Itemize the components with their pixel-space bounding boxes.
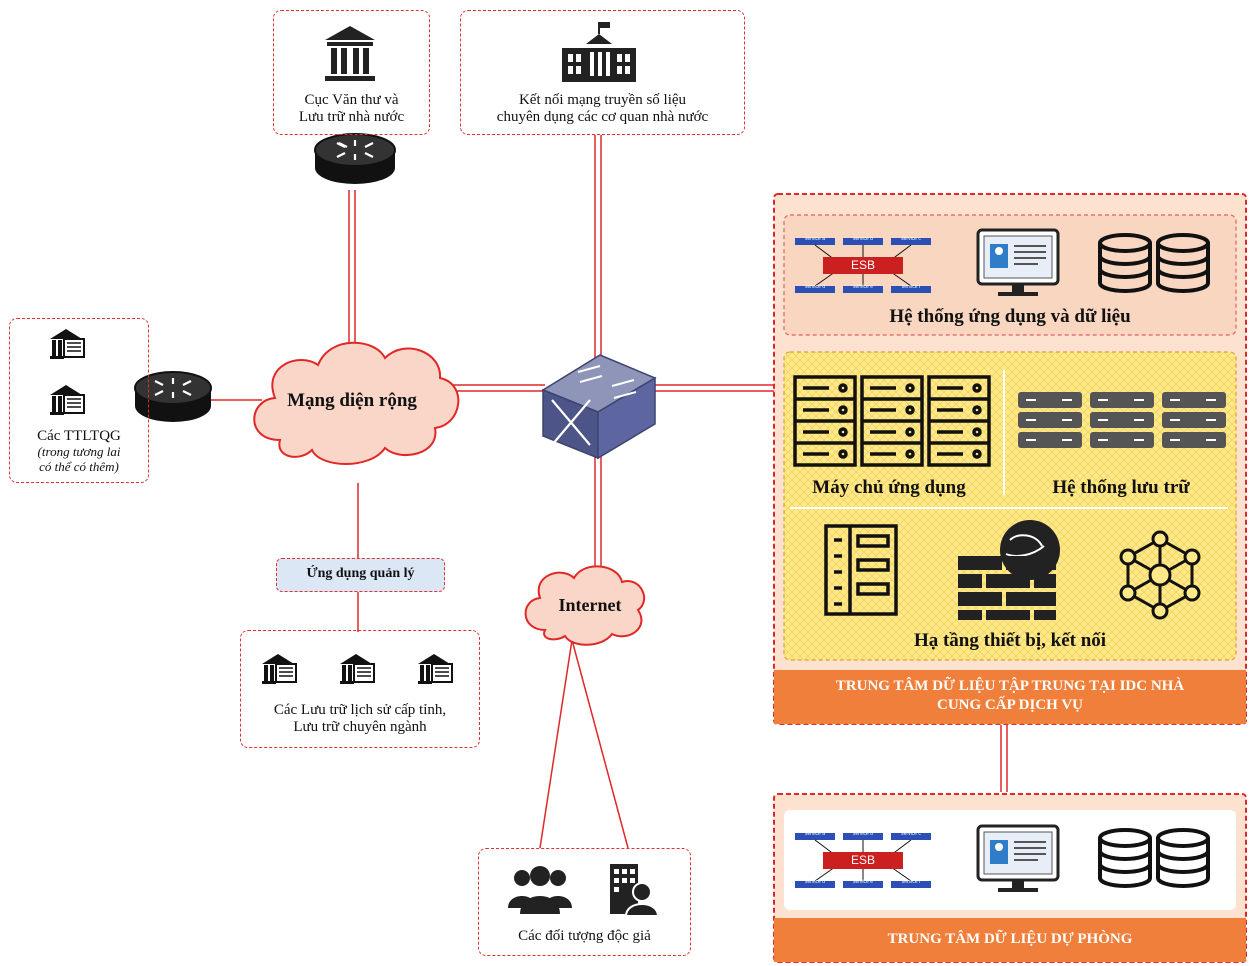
readers-label: Các đối tượng độc giả [518, 928, 651, 944]
ttltqg-title: Các TTLTQG [37, 428, 121, 444]
archives-dept-box [273, 10, 430, 135]
esb-service-tag: service b [852, 236, 873, 242]
monitor-icon [976, 824, 1060, 892]
esb-service-tag: service d [804, 284, 825, 290]
database-icon [1098, 233, 1210, 888]
esb-icon [795, 238, 931, 293]
wan-label: Mạng diện rộng [287, 390, 417, 411]
esb-service-tag: service d [804, 879, 825, 885]
main-datacenter-footer: TRUNG TÂM DỮ LIỆU TẬP TRUNG TẠI IDC NHÀ … [774, 670, 1246, 724]
apps-panel-label: Hệ thống ứng dụng và dữ liệu [889, 306, 1131, 327]
government-building-icon [562, 22, 636, 82]
infrastructure-label: Hạ tầng thiết bị, kết nối [913, 630, 1107, 651]
cloud-icon [524, 565, 645, 646]
network-nodes-icon [1119, 530, 1201, 620]
switch-icon [541, 354, 657, 460]
esb-service-tag: service a [804, 236, 825, 242]
management-app-label: Ứng dụng quản lý [306, 566, 415, 581]
esb-service-tag: service c [901, 236, 921, 242]
gov-network-box [460, 10, 745, 135]
provincial-archives-line2: Lưu trữ chuyên ngành [293, 719, 427, 736]
esb-service-tag: service e [852, 879, 873, 885]
users-group-icon [508, 866, 572, 914]
provincial-archives-box [240, 630, 480, 748]
archives-dept-label-line1: Cục Văn thư và [304, 92, 399, 108]
ttltqg-box [9, 318, 149, 483]
cloud-icon [253, 341, 460, 465]
esb-service-tag: service f [901, 284, 921, 290]
server-rack-icon [824, 524, 898, 616]
readers-box [478, 848, 691, 956]
esb-label: ESB [850, 853, 875, 867]
archives-dept-label: Cục Văn thư và Lưu trữ nhà nước [273, 92, 430, 127]
gov-network-label: Kết nối mạng truyền số liệu chuyên dụng … [460, 92, 745, 127]
esb-service-tag: service b [852, 831, 873, 837]
main-datacenter-footer-line1: TRUNG TÂM DỮ LIỆU TẬP TRUNG TẠI IDC NHÀ [835, 678, 1185, 694]
main-datacenter-footer-line2: CUNG CẤP DỊCH VỤ [937, 696, 1083, 713]
gov-network-label-line1: Kết nối mạng truyền số liệu [518, 92, 687, 108]
ttltqg-note-line1: (trong tương lai [37, 444, 121, 460]
internet-label: Internet [558, 595, 622, 615]
esb-service-tag: service f [901, 879, 921, 885]
management-app-box [276, 558, 445, 592]
router-icon [314, 133, 396, 184]
office-person-icon [610, 864, 660, 917]
esb-label: ESB [850, 258, 875, 272]
provincial-archives-line1: Các Lưu trữ lịch sử cấp tỉnh, [273, 702, 447, 718]
esb-service-tag: service a [804, 831, 825, 837]
ttltqg-label: Các TTLTQG (trong tương lai có thể có th… [9, 428, 149, 475]
gov-network-label-line2: chuyên dụng các cơ quan nhà nước [496, 109, 709, 126]
backup-datacenter-footer: TRUNG TÂM DỮ LIỆU DỰ PHÒNG [774, 918, 1246, 962]
esb-service-tag: service c [901, 831, 921, 837]
app-servers-label: Máy chủ ứng dụng [812, 477, 966, 498]
monitor-icon [976, 228, 1060, 296]
firewall-icon [958, 520, 1060, 620]
server-rack-icon [793, 375, 991, 467]
storage-label: Hệ thống lưu trữ [1052, 477, 1190, 498]
esb-icon [795, 833, 931, 888]
links [210, 135, 1008, 849]
storage-array-icon [1018, 392, 1226, 448]
archives-dept-label-line2: Lưu trữ nhà nước [298, 109, 405, 126]
provincial-archives-label: Các Lưu trữ lịch sử cấp tỉnh, Lưu trữ ch… [240, 702, 480, 737]
bank-icon [325, 26, 375, 81]
esb-service-tag: service e [852, 284, 873, 290]
router-icon [134, 371, 212, 422]
ttltqg-note-line2: có thể có thêm) [39, 459, 119, 475]
